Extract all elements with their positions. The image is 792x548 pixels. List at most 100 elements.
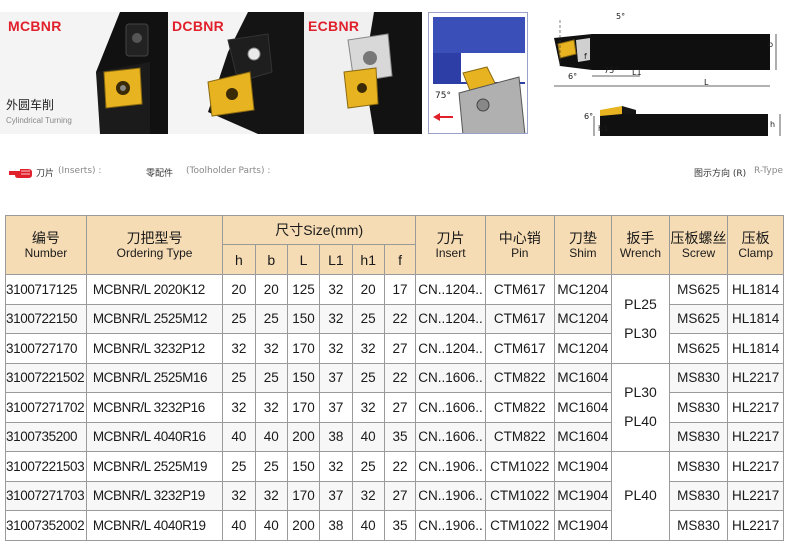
cell-insert: CN..1204.. <box>415 333 486 364</box>
cell-number: 31007352002 <box>5 510 87 541</box>
cell-pin: CTM822 <box>484 421 555 452</box>
cell-b: 32 <box>254 392 288 423</box>
mcbnr-image <box>0 12 168 134</box>
cell-number: 3100722150 <box>5 303 87 334</box>
cell-ordering-type: MCBNR/L 2525M16 <box>85 362 224 393</box>
drawing-label-b: b <box>768 40 774 49</box>
drawing-label-l: L <box>704 78 709 87</box>
cell-number: 31007271702 <box>5 392 87 423</box>
cell-l1: 32 <box>319 303 353 334</box>
cell-shim: MC1904 <box>553 510 613 541</box>
cell-shim: MC1604 <box>553 392 613 423</box>
wrench-size: PL30 <box>624 384 657 401</box>
dcbnr-label: DCBNR <box>172 18 225 34</box>
cell-insert: CN..1906.. <box>415 510 486 541</box>
product-hero: MCBNR 外圆车削 Cylindrical Turning DCBNR ECB… <box>0 0 792 140</box>
cell-number: 3100735200 <box>5 421 87 452</box>
cell-f: 17 <box>383 274 417 305</box>
cell-h1: 32 <box>351 333 385 364</box>
direction-label-cn: 图示方向 (R) <box>694 169 747 179</box>
cell-b: 32 <box>254 480 288 511</box>
cell-pin: CTM617 <box>484 303 555 334</box>
ecbnr-tool-illustration <box>304 12 422 134</box>
info-row: 刀片 (Inserts) : 零配件 (Toolholder Parts) : … <box>0 166 792 182</box>
cell-h: 40 <box>222 510 256 541</box>
cell-h1: 40 <box>351 421 385 452</box>
cell-b: 25 <box>254 451 288 482</box>
cell-f: 27 <box>383 392 417 423</box>
cell-clamp: HL1814 <box>727 274 784 305</box>
cell-shim: MC1204 <box>553 333 613 364</box>
cell-l: 150 <box>286 362 321 393</box>
cell-ordering-type: MCBNR/L 2525M12 <box>85 303 224 334</box>
cell-ordering-type: MCBNR/L 2525M19 <box>85 451 224 482</box>
cell-f: 22 <box>383 362 417 393</box>
cell-screw: MS830 <box>668 362 729 393</box>
cell-l1: 32 <box>319 274 353 305</box>
cell-h: 32 <box>222 392 256 423</box>
cell-l1: 32 <box>319 333 353 364</box>
cell-clamp: HL2217 <box>727 451 784 482</box>
cell-shim: MC1904 <box>553 451 613 482</box>
cell-h: 32 <box>222 333 256 364</box>
cell-insert: CN..1906.. <box>415 480 486 511</box>
cell-pin: CTM1022 <box>484 480 555 511</box>
header-dim-h: h <box>222 244 256 275</box>
wrench-size: PL25 <box>624 295 657 312</box>
cell-ordering-type: MCBNR/L 3232P16 <box>85 392 224 423</box>
cell-number: 3100717125 <box>5 274 87 305</box>
cell-ordering-type: MCBNR/L 4040R19 <box>85 510 224 541</box>
cell-h: 25 <box>222 451 256 482</box>
cell-number: 3100727170 <box>5 333 87 364</box>
cell-screw: MS830 <box>668 421 729 452</box>
cell-h: 25 <box>222 362 256 393</box>
cell-shim: MC1204 <box>553 274 613 305</box>
cell-pin: CTM822 <box>484 362 555 393</box>
cell-h1: 25 <box>351 451 385 482</box>
cell-l: 170 <box>286 392 321 423</box>
cell-shim: MC1604 <box>553 421 613 452</box>
cell-screw: MS830 <box>668 510 729 541</box>
cell-number: 31007221502 <box>5 362 87 393</box>
cell-l1: 37 <box>319 392 353 423</box>
header-dim-l: L <box>286 244 321 275</box>
cell-b: 40 <box>254 510 288 541</box>
cell-number: 31007221503 <box>5 451 87 482</box>
cell-insert: CN..1906.. <box>415 451 486 482</box>
pointing-hand-icon <box>9 169 32 178</box>
cell-screw: MS830 <box>668 480 729 511</box>
cell-clamp: HL1814 <box>727 333 784 364</box>
cell-h1: 25 <box>351 303 385 334</box>
cell-screw: MS625 <box>668 333 729 364</box>
cell-shim: MC1204 <box>553 303 613 334</box>
cell-screw: MS830 <box>668 451 729 482</box>
cell-h1: 32 <box>351 392 385 423</box>
cell-clamp: HL2217 <box>727 421 784 452</box>
cell-screw: MS830 <box>668 392 729 423</box>
cell-b: 25 <box>254 362 288 393</box>
cell-number: 31007271703 <box>5 480 87 511</box>
cell-clamp: HL2217 <box>727 392 784 423</box>
parts-label-en: (Toolholder Parts) : <box>186 166 271 176</box>
drawing-angle-top: 5° <box>616 12 626 21</box>
header-dim-f: f <box>383 244 417 275</box>
mcbnr-label: MCBNR <box>8 18 62 34</box>
cell-wrench-group: PL40 <box>611 451 670 541</box>
cell-h1: 25 <box>351 362 385 393</box>
cell-insert: CN..1204.. <box>415 274 486 305</box>
inserts-label-cn: 刀片 <box>36 169 55 179</box>
cell-l: 150 <box>286 451 321 482</box>
cell-l: 170 <box>286 333 321 364</box>
cell-l1: 32 <box>319 451 353 482</box>
cell-pin: CTM1022 <box>484 451 555 482</box>
